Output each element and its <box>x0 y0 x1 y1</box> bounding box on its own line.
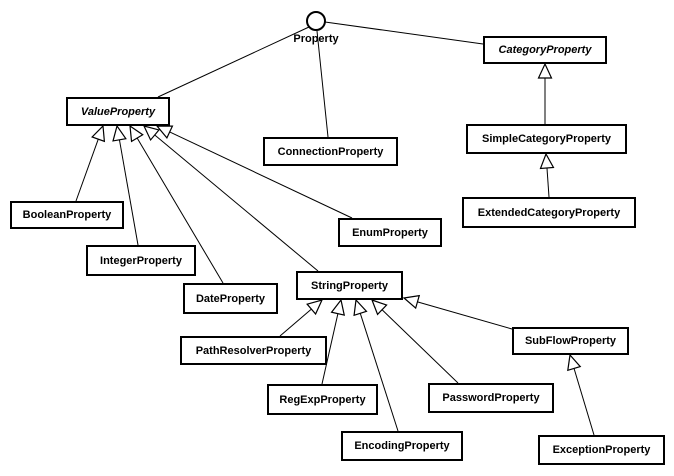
class-node-connectionproperty[interactable]: ConnectionProperty <box>263 137 398 166</box>
class-name-label: PasswordProperty <box>442 392 540 404</box>
class-name-label: SubFlowProperty <box>524 335 617 347</box>
class-name-label: ConnectionProperty <box>277 145 384 158</box>
class-name-label: EnumProperty <box>352 226 428 239</box>
edge-passwordproperty-to-stringproperty <box>370 299 459 384</box>
edge-enumproperty-to-valueproperty <box>155 125 353 219</box>
class-node-enumproperty[interactable]: EnumProperty <box>338 218 442 247</box>
generalization-arrowhead-icon <box>112 124 127 142</box>
generalization-arrowhead-icon <box>155 125 174 139</box>
edge-integerproperty-to-valueproperty <box>112 124 139 246</box>
generalization-arrowhead-icon <box>330 298 346 316</box>
edge-property-circle-to-valueproperty <box>157 26 310 98</box>
class-name-label: SimpleCategoryProperty <box>482 133 611 145</box>
class-node-stringproperty[interactable]: StringProperty <box>296 271 403 300</box>
class-node-integerproperty[interactable]: IntegerProperty <box>86 245 196 276</box>
class-name-label: IntegerProperty <box>100 254 182 267</box>
generalization-arrowhead-icon <box>370 299 388 316</box>
generalization-arrowhead-icon <box>353 298 368 317</box>
class-name-label: ExceptionProperty <box>552 444 651 456</box>
edge-property-circle-to-categoryproperty <box>324 21 484 45</box>
class-name-label: BooleanProperty <box>22 209 112 221</box>
class-node-simplecategoryproperty[interactable]: SimpleCategoryProperty <box>466 124 627 154</box>
class-name-label: StringProperty <box>310 279 388 292</box>
class-name-label: ValueProperty <box>80 105 156 118</box>
edge-subflowproperty-to-stringproperty <box>402 294 513 330</box>
class-node-regexpproperty[interactable]: RegExpProperty <box>267 384 378 415</box>
class-node-subflowproperty[interactable]: SubFlowProperty <box>512 327 629 355</box>
generalization-arrowhead-icon <box>402 294 421 310</box>
class-node-extendedcategoryproperty[interactable]: ExtendedCategoryProperty <box>462 197 636 228</box>
class-node-passwordproperty[interactable]: PasswordProperty <box>428 383 554 413</box>
class-name-label: EncodingProperty <box>354 440 450 452</box>
class-name-label: RegExpProperty <box>279 393 366 406</box>
interface-name-label: Property <box>293 32 339 45</box>
edge-regexpproperty-to-stringproperty <box>321 298 346 385</box>
edge-exceptionproperty-to-subflowproperty <box>567 353 595 436</box>
edge-dateproperty-to-valueproperty <box>129 124 224 284</box>
interface-circle-icon[interactable] <box>306 11 326 31</box>
edge-stringproperty-to-valueproperty <box>142 125 319 272</box>
edge-property-circle-to-connectionproperty <box>316 30 329 138</box>
generalization-arrowhead-icon <box>567 353 582 372</box>
class-node-dateproperty[interactable]: DateProperty <box>183 283 278 314</box>
class-name-label: ExtendedCategoryProperty <box>477 206 621 219</box>
class-node-booleanproperty[interactable]: BooleanProperty <box>10 201 124 229</box>
generalization-arrowhead-icon <box>129 124 144 143</box>
edge-booleanproperty-to-valueproperty <box>75 124 106 202</box>
edge-pathresolverproperty-to-stringproperty <box>279 299 324 337</box>
class-node-valueproperty[interactable]: ValueProperty <box>66 97 170 126</box>
edge-encodingproperty-to-stringproperty <box>353 298 399 432</box>
class-name-label: CategoryProperty <box>498 44 592 56</box>
generalization-arrowhead-icon <box>539 152 555 170</box>
edge-extendedcategoryproperty-to-simplecategoryproperty <box>539 152 555 198</box>
generalization-arrowhead-icon <box>537 62 553 79</box>
generalization-arrowhead-icon <box>142 125 160 142</box>
generalization-arrowhead-icon <box>306 299 324 316</box>
generalization-arrowhead-icon <box>91 124 106 143</box>
class-name-label: PathResolverProperty <box>195 344 312 357</box>
class-node-categoryproperty[interactable]: CategoryProperty <box>483 36 607 64</box>
class-name-label: DateProperty <box>195 292 266 305</box>
class-node-exceptionproperty[interactable]: ExceptionProperty <box>538 435 665 465</box>
edge-simplecategoryproperty-to-categoryproperty <box>537 62 553 124</box>
class-node-pathresolverproperty[interactable]: PathResolverProperty <box>180 336 327 365</box>
class-node-encodingproperty[interactable]: EncodingProperty <box>341 431 463 461</box>
